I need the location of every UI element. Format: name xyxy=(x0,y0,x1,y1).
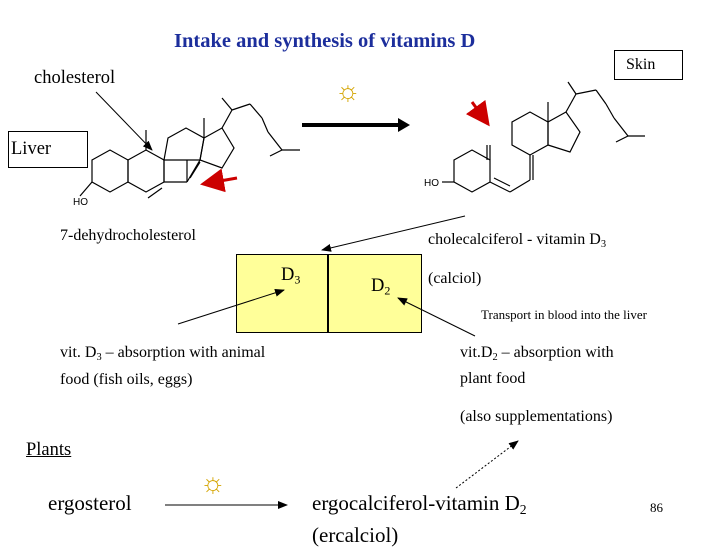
cholecalciferol-structure xyxy=(442,81,645,193)
vit-d2-line3: (also supplementations) xyxy=(460,408,613,425)
vit-d3-line1: vit. D3 – absorption with animal xyxy=(60,344,266,364)
box-divider xyxy=(327,255,329,332)
sun-icon: ☼ xyxy=(335,76,361,107)
calciol-label: (calciol) xyxy=(428,270,482,287)
transport-label: Transport in blood into the liver xyxy=(481,307,647,322)
ho-right-label: HO xyxy=(424,178,439,189)
skin-label: Skin xyxy=(626,56,656,73)
vit-d2-line1: vit.D2 – absorption with xyxy=(460,344,614,364)
skin-box: Skin xyxy=(614,50,683,80)
dehydrocholesterol-label: 7-dehydrocholesterol xyxy=(60,227,196,244)
vitamin-d-box: D3 D2 xyxy=(236,254,422,333)
vit-d2-line2: plant food xyxy=(460,370,526,387)
liver-box: Liver xyxy=(8,131,88,168)
liver-label: Liver xyxy=(11,139,52,159)
ercalciol-label: (ercalciol) xyxy=(312,523,399,547)
page-title: Intake and synthesis of vitamins D xyxy=(174,30,476,52)
ergocalciferol-label: ergocalciferol-vitamin D2 xyxy=(312,491,527,518)
vit-d3-arrow xyxy=(177,288,285,325)
cholesterol-label: cholesterol xyxy=(34,68,116,88)
dehydrocholesterol-structure xyxy=(79,97,300,199)
vit-d2-arrow xyxy=(397,297,476,337)
vit-d3-line2: food (fish oils, eggs) xyxy=(60,371,193,388)
box-d3-label: D3 xyxy=(281,265,301,287)
page-number: 86 xyxy=(650,500,663,515)
plants-heading: Plants xyxy=(26,440,72,460)
ergosterol-label: ergosterol xyxy=(48,491,132,515)
sun-icon-plants: ☼ xyxy=(200,468,226,499)
cholecalciferol-label: cholecalciferol - vitamin D3 xyxy=(428,231,607,251)
cholecalciferol-arrow xyxy=(321,215,466,252)
red-arrow-left xyxy=(200,168,238,193)
cholesterol-arrow xyxy=(95,91,153,151)
ergocalciferol-arrow xyxy=(455,440,519,489)
conversion-arrowhead xyxy=(398,118,410,132)
red-arrow-right xyxy=(465,99,490,127)
ho-left-label: HO xyxy=(73,197,88,208)
box-d2-label: D2 xyxy=(371,276,391,298)
